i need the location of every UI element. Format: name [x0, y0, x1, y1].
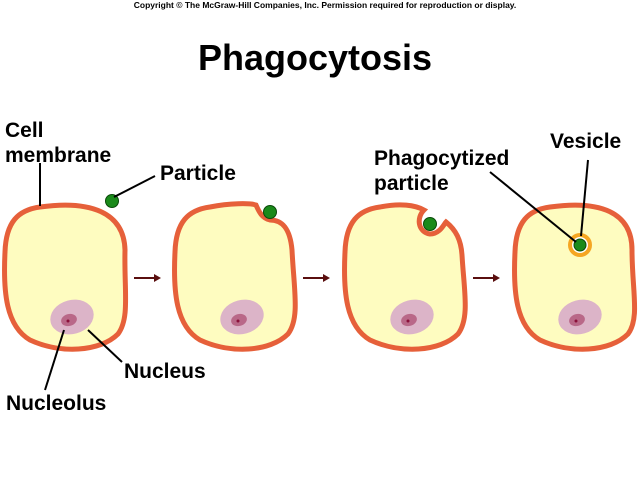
label-particle: Particle — [160, 162, 236, 185]
arrow-right-icon — [134, 274, 161, 282]
cell-stage-4 — [512, 202, 638, 352]
cell-stage-2 — [172, 201, 298, 352]
label-vesicle: Vesicle — [550, 130, 621, 153]
copyright-notice: Copyright © The McGraw-Hill Companies, I… — [134, 0, 517, 10]
particle — [105, 194, 119, 208]
cell-stage-1 — [2, 194, 129, 352]
label-cell-membrane-line1: Cell — [5, 119, 44, 142]
label-phagocytized-line1: Phagocytized — [374, 147, 509, 170]
phagocytized-particle — [573, 238, 587, 252]
label-nucleolus: Nucleolus — [6, 392, 106, 415]
arrow-right-icon — [303, 274, 330, 282]
particle — [263, 205, 277, 219]
label-cell-membrane-line2: membrane — [5, 144, 111, 167]
diagram-title: Phagocytosis — [198, 37, 432, 78]
cell-stage-3 — [342, 202, 468, 352]
label-phagocytized-line2: particle — [374, 172, 449, 195]
particle — [423, 217, 437, 231]
arrow-right-icon — [473, 274, 500, 282]
label-nucleus: Nucleus — [124, 360, 206, 383]
